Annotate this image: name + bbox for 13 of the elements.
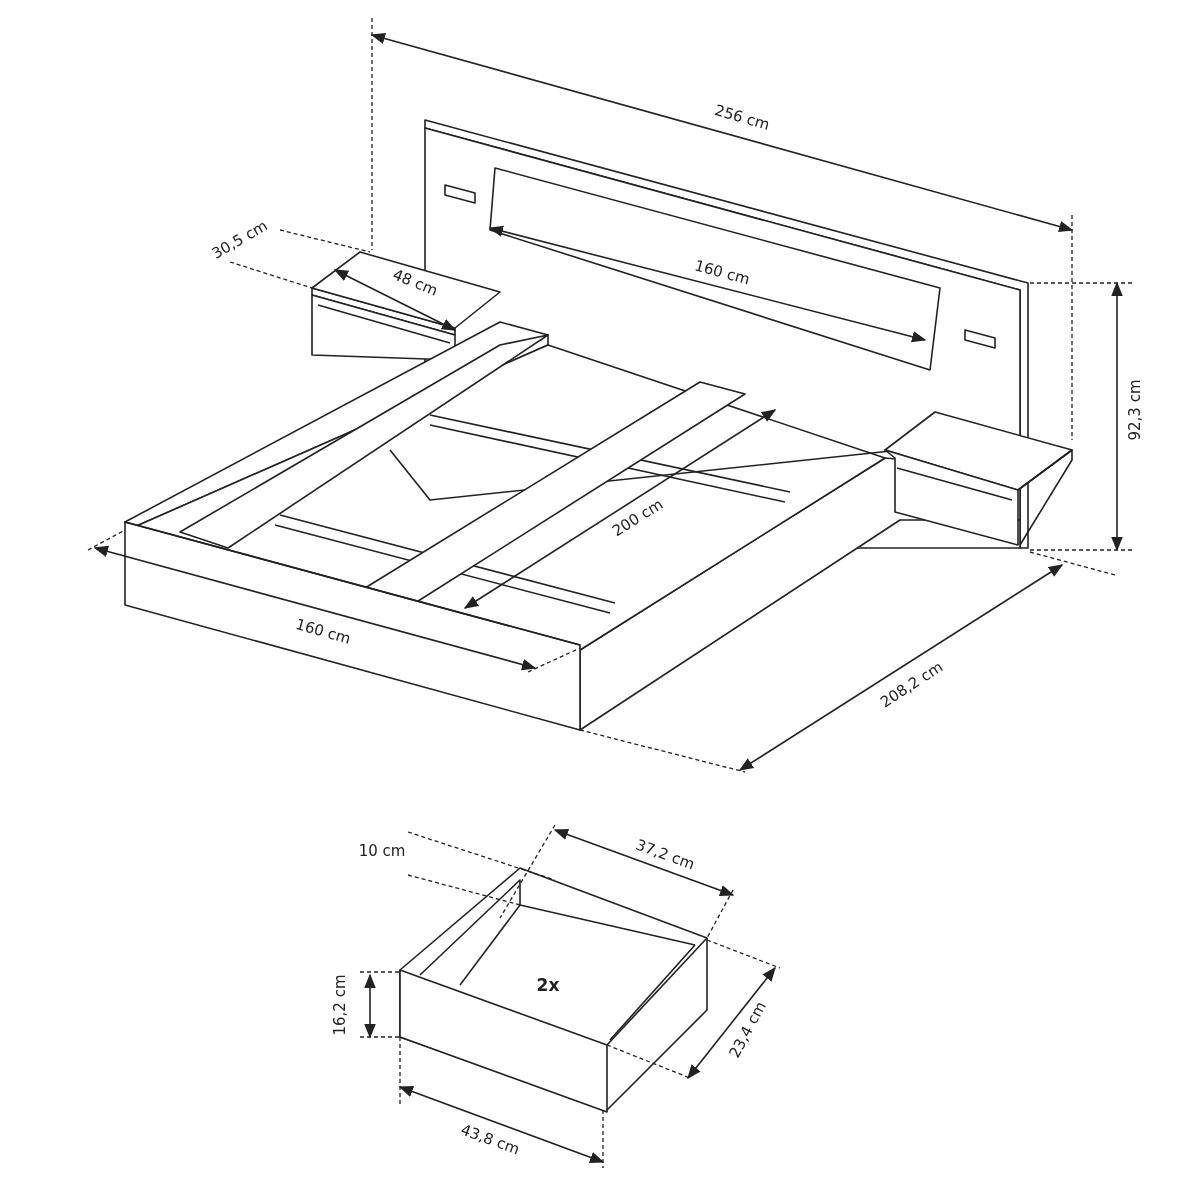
dimension-label: 92,3 cm [1127,379,1143,441]
dimension-label: 30,5 cm [209,218,271,262]
dimension-label: 160 cm [692,258,752,288]
dimension-label: 160 cm [293,617,353,647]
dimension-label: 16,2 cm [332,974,348,1036]
dimension-label: 200 cm [610,496,666,540]
dimension-label: 43,8 cm [458,1122,522,1158]
dimension-label: 48 cm [390,267,440,299]
dimension-label: 10 cm [358,843,406,859]
dimension-label: 256 cm [712,103,772,133]
dimension-label: 23,4 cm [727,999,769,1061]
quantity-label: 2x [536,976,560,994]
dimension-label: 37,2 cm [633,837,697,873]
